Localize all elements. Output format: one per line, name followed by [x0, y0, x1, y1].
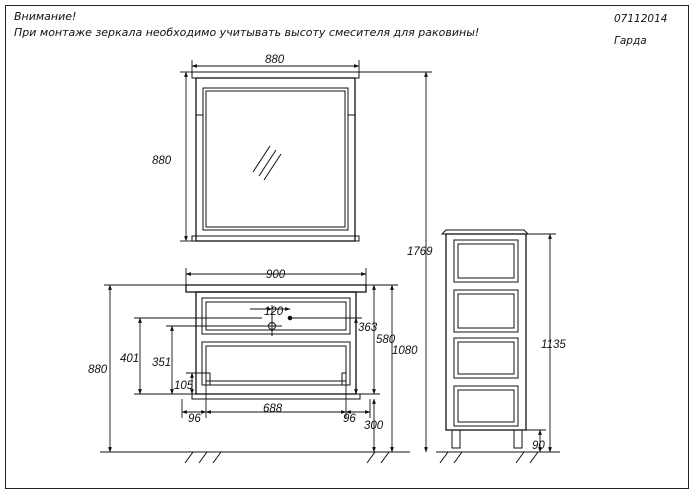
warning-title: Внимание! — [14, 10, 77, 23]
tall-column — [440, 229, 530, 449]
dim-leg-left: 96 — [188, 413, 201, 425]
dim-column-height: 1135 — [541, 339, 566, 351]
dim-cabinet-height: 401 — [120, 353, 139, 365]
dim-drawer-height: 351 — [152, 357, 171, 369]
dim-leg-right: 96 — [343, 413, 356, 425]
warning-text: При монтаже зеркала необходимо учитывать… — [14, 26, 480, 39]
dim-drain-offset: 120 — [264, 306, 284, 318]
dim-column-legs: 90 — [532, 440, 545, 452]
dim-lower-offset: 105 — [174, 380, 194, 392]
dim-mirror-top: 1769 — [407, 246, 433, 258]
dim-drain-height-a: 363 — [358, 322, 378, 334]
vanity — [185, 284, 367, 400]
dim-vanity-width: 900 — [266, 269, 286, 281]
dimension-lines — [104, 60, 556, 453]
dim-top-height: 1080 — [392, 345, 418, 357]
dim-drain-height-b: 580 — [376, 334, 396, 346]
dimension-labels: 880 880 1769 900 120 880 401 351 105 96 … — [88, 54, 566, 452]
dim-leg-span: 688 — [263, 403, 283, 415]
dim-vanity-height: 880 — [88, 364, 108, 376]
drawing-code: 07112014 — [614, 13, 668, 25]
drawing-frame — [5, 5, 689, 489]
dim-mirror-width: 880 — [265, 54, 285, 66]
floor-lines — [100, 451, 560, 464]
dim-floor-clear: 300 — [364, 420, 384, 432]
mirror — [191, 71, 360, 242]
dim-mirror-height: 880 — [152, 155, 172, 167]
model-name: Гарда — [614, 35, 647, 47]
